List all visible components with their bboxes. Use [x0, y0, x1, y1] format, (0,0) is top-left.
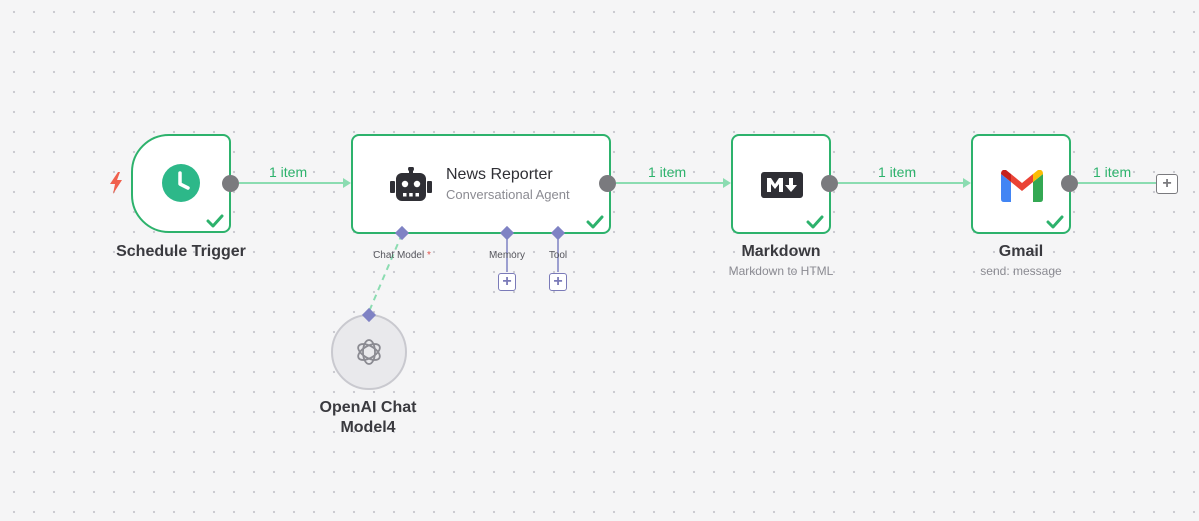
edge-label-item-count: 1 item [648, 164, 687, 180]
node-news-reporter[interactable]: News Reporter Conversational Agent [351, 134, 611, 234]
clock-icon [162, 164, 200, 202]
required-marker: * [427, 250, 431, 261]
chat-model-input-label: Chat Model * [373, 250, 431, 261]
tool-input-label: Tool [548, 250, 568, 261]
connection-chat-model[interactable] [367, 233, 403, 315]
edge-label-item-count: 1 item [878, 164, 917, 180]
node-openai-chat-model[interactable] [331, 314, 407, 390]
output-handle[interactable] [821, 175, 838, 192]
node-markdown[interactable] [731, 134, 831, 234]
node-subtitle-news-reporter: Conversational Agent [446, 187, 570, 202]
node-label-schedule-trigger: Schedule Trigger [116, 243, 246, 260]
output-handle[interactable] [1061, 175, 1078, 192]
node-gmail[interactable] [971, 134, 1071, 234]
success-check-icon [206, 214, 224, 228]
success-check-icon [586, 215, 604, 229]
node-subtitle-gmail: send: message [980, 264, 1062, 278]
arrow-head [963, 178, 971, 188]
node-label-news-reporter: News Reporter [446, 166, 553, 183]
node-schedule-trigger[interactable] [131, 134, 231, 233]
output-handle[interactable] [222, 175, 239, 192]
success-check-icon [806, 215, 824, 229]
memory-input-label: Memory [488, 250, 526, 261]
add-memory-button[interactable]: + [498, 273, 516, 291]
robot-icon [390, 167, 432, 201]
add-node-button[interactable]: + [1156, 174, 1178, 194]
edge-label-item-count: 1 item [1093, 164, 1132, 180]
node-label-markdown: Markdown [741, 243, 821, 260]
markdown-icon [761, 172, 803, 198]
trigger-bolt-icon [110, 172, 122, 194]
arrow-head [343, 178, 351, 188]
node-label-openai-chat-model: OpenAI Chat Model4 [319, 399, 417, 436]
edge-label-item-count: 1 item [269, 164, 308, 180]
node-label-gmail: Gmail [998, 243, 1044, 260]
arrow-head [723, 178, 731, 188]
gmail-icon [1001, 170, 1043, 202]
openai-icon [357, 339, 381, 365]
output-handle[interactable] [599, 175, 616, 192]
add-tool-button[interactable]: + [549, 273, 567, 291]
node-subtitle-markdown: Markdown to HTML [728, 264, 834, 278]
success-check-icon [1046, 215, 1064, 229]
